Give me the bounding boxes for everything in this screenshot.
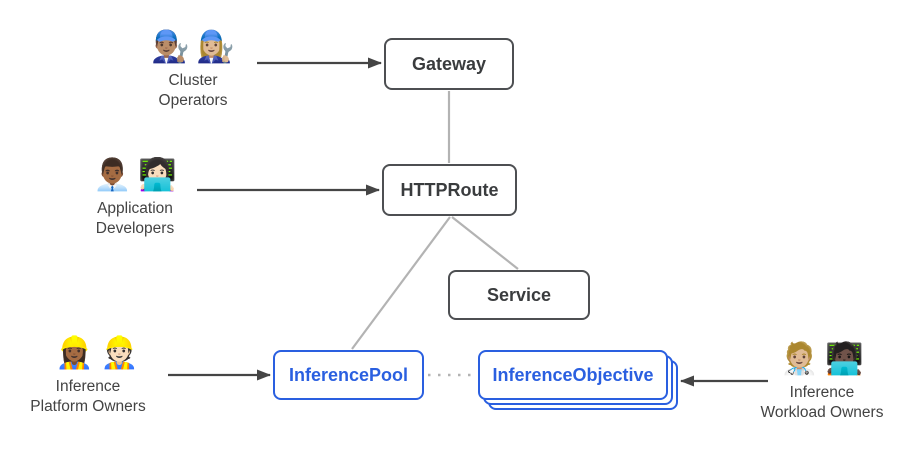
application-developers-emojis: 👨🏾‍💼👩🏻‍💻 — [55, 156, 215, 194]
inference-platform-owners-label-line1: Inference — [55, 378, 121, 395]
node-httproute: HTTPRoute — [382, 164, 517, 216]
application-developers-label-line2: Developers — [95, 220, 175, 237]
construction-worker-icon: 👷🏻 — [100, 335, 139, 370]
man-office-worker-icon: 👨🏾‍💼 — [93, 157, 132, 192]
node-gateway-label: Gateway — [411, 53, 487, 74]
application-developers-label-line1: Application — [97, 200, 173, 217]
inference-platform-owners-emojis: 👷🏾‍♀️👷🏻 — [8, 334, 168, 372]
node-service: Service — [448, 270, 590, 320]
actor-inference-platform-owners: 👷🏾‍♀️👷🏻 Inference Platform Owners — [8, 334, 168, 417]
inference-workload-owners-label: Inference Workload Owners — [740, 383, 902, 423]
node-inference-objective-label: InferenceObjective — [492, 364, 654, 385]
inference-workload-owners-emojis: 🧑🏼‍⚕️🧑🏿‍💻 — [740, 340, 902, 378]
woman-technologist-icon: 👩🏻‍💻 — [138, 157, 177, 192]
node-inference-pool-label: InferencePool — [288, 364, 409, 385]
node-gateway: Gateway — [384, 38, 514, 90]
application-developers-label: Application Developers — [55, 199, 215, 239]
node-inference-objective: InferenceObjective — [478, 350, 668, 400]
inference-platform-owners-label-line2: Platform Owners — [30, 398, 146, 415]
node-service-label: Service — [486, 284, 552, 305]
edge-httproute-service — [451, 216, 519, 270]
edge-httproute-inferencepool — [351, 216, 451, 350]
technologist-icon: 🧑🏿‍💻 — [825, 341, 864, 376]
actor-cluster-operators: 👨🏽‍🔧👩🏼‍🔧 Cluster Operators — [113, 28, 273, 111]
node-inference-pool: InferencePool — [273, 350, 424, 400]
inference-workload-owners-label-line1: Inference — [789, 384, 855, 401]
actor-inference-workload-owners: 🧑🏼‍⚕️🧑🏿‍💻 Inference Workload Owners — [740, 340, 902, 423]
actor-application-developers: 👨🏾‍💼👩🏻‍💻 Application Developers — [55, 156, 215, 239]
cluster-operators-label-line1: Cluster — [168, 72, 218, 89]
cluster-operators-label: Cluster Operators — [113, 71, 273, 111]
node-inference-objective-stack: InferenceObjective — [478, 350, 678, 410]
cluster-operators-emojis: 👨🏽‍🔧👩🏼‍🔧 — [113, 28, 273, 66]
node-httproute-label: HTTPRoute — [400, 179, 499, 200]
man-mechanic-icon: 👨🏽‍🔧 — [151, 29, 190, 64]
inference-workload-owners-label-line2: Workload Owners — [760, 404, 884, 421]
cluster-operators-label-line2: Operators — [158, 92, 228, 109]
woman-mechanic-icon: 👩🏼‍🔧 — [196, 29, 235, 64]
health-worker-icon: 🧑🏼‍⚕️ — [780, 341, 819, 376]
inference-platform-owners-label: Inference Platform Owners — [8, 377, 168, 417]
woman-construction-worker-icon: 👷🏾‍♀️ — [55, 335, 94, 370]
